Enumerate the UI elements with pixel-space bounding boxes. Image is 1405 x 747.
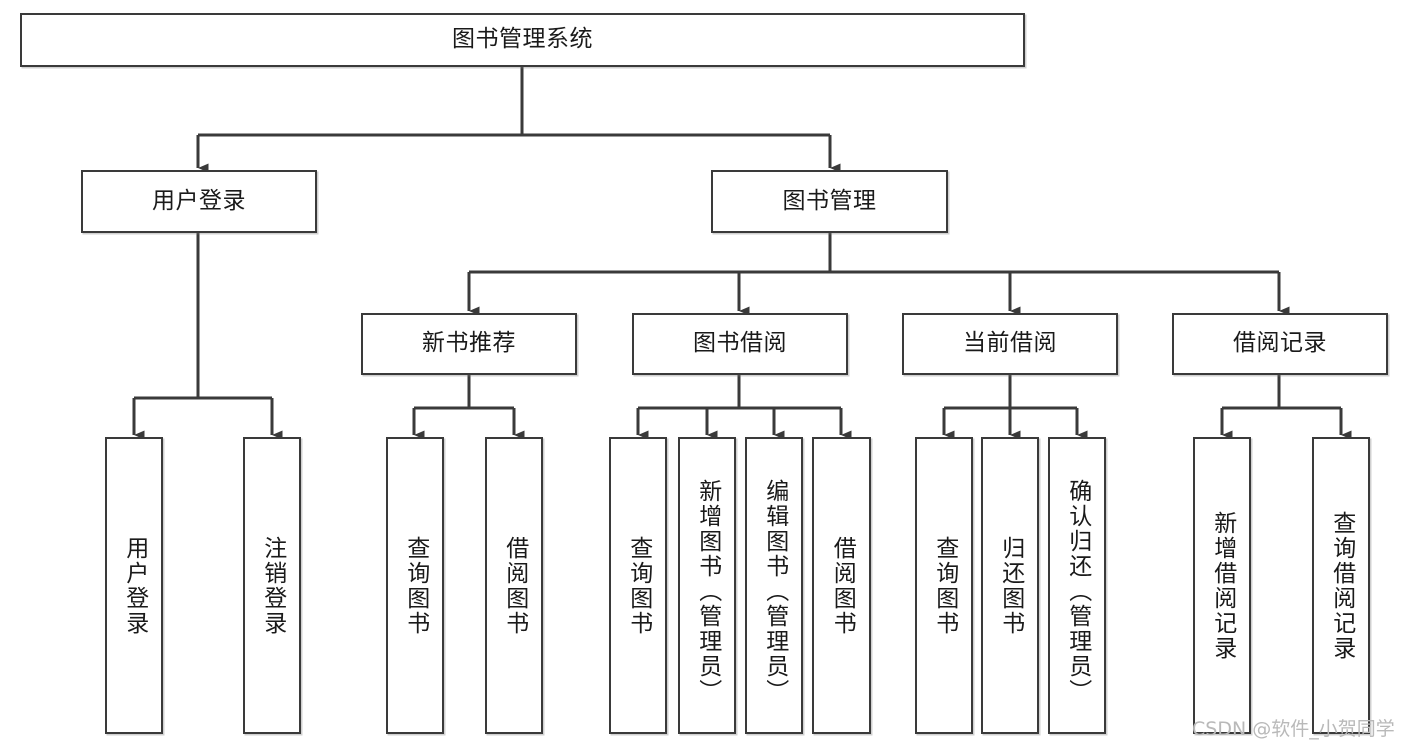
node-current-borrow[interactable]: 当前借阅 [902, 313, 1118, 375]
node-borrow-record[interactable]: 借阅记录 [1172, 313, 1388, 375]
leaf-current-return-book[interactable]: 归还图书 [981, 437, 1039, 734]
node-label: 查询图书 [931, 535, 958, 636]
node-label: 当前借阅 [963, 330, 1057, 357]
leaf-user-login-logout[interactable]: 注销登录 [243, 437, 301, 734]
node-root-system[interactable]: 图书管理系统 [20, 13, 1025, 67]
node-label: 查询图书 [402, 535, 429, 636]
node-new-book-recommend[interactable]: 新书推荐 [361, 313, 577, 375]
leaf-current-query-book[interactable]: 查询图书 [915, 437, 973, 734]
node-label: 注销登录 [259, 535, 286, 636]
node-label: 借阅记录 [1233, 330, 1327, 357]
node-book-borrow[interactable]: 图书借阅 [632, 313, 848, 375]
node-book-management[interactable]: 图书管理 [711, 170, 948, 233]
leaf-borrow-borrow-book[interactable]: 借阅图书 [812, 437, 871, 734]
node-label: 用户登录 [121, 535, 148, 636]
node-label: 借阅图书 [829, 535, 856, 636]
node-label: 新增图书（管理员） [694, 479, 721, 704]
node-label: 归还图书 [997, 535, 1024, 636]
node-label: 查询图书 [625, 535, 652, 636]
leaf-borrow-query-book[interactable]: 查询图书 [609, 437, 667, 734]
node-label: 用户登录 [152, 187, 246, 214]
leaf-borrow-add-book[interactable]: 新增图书（管理员） [678, 437, 736, 734]
node-label: 新书推荐 [422, 330, 516, 357]
leaf-new-book-borrow[interactable]: 借阅图书 [485, 437, 543, 734]
node-label: 图书管理 [782, 187, 877, 214]
node-label: 借阅图书 [501, 535, 528, 636]
node-label: 查询借阅记录 [1328, 510, 1355, 661]
leaf-record-query[interactable]: 查询借阅记录 [1312, 437, 1370, 734]
leaf-current-confirm-return[interactable]: 确认归还（管理员） [1048, 437, 1106, 734]
leaf-record-add[interactable]: 新增借阅记录 [1193, 437, 1251, 734]
leaf-new-book-query[interactable]: 查询图书 [386, 437, 444, 734]
node-label: 确认归还（管理员） [1064, 479, 1091, 704]
watermark-text: CSDN @软件_小贺同学 [1192, 718, 1395, 740]
leaf-borrow-edit-book[interactable]: 编辑图书（管理员） [745, 437, 803, 734]
node-label: 图书借阅 [693, 330, 787, 357]
node-label: 新增借阅记录 [1209, 510, 1236, 661]
node-user-login[interactable]: 用户登录 [81, 170, 317, 233]
node-label: 图书管理系统 [452, 26, 593, 53]
node-label: 编辑图书（管理员） [761, 479, 788, 704]
leaf-user-login-login[interactable]: 用户登录 [105, 437, 163, 734]
